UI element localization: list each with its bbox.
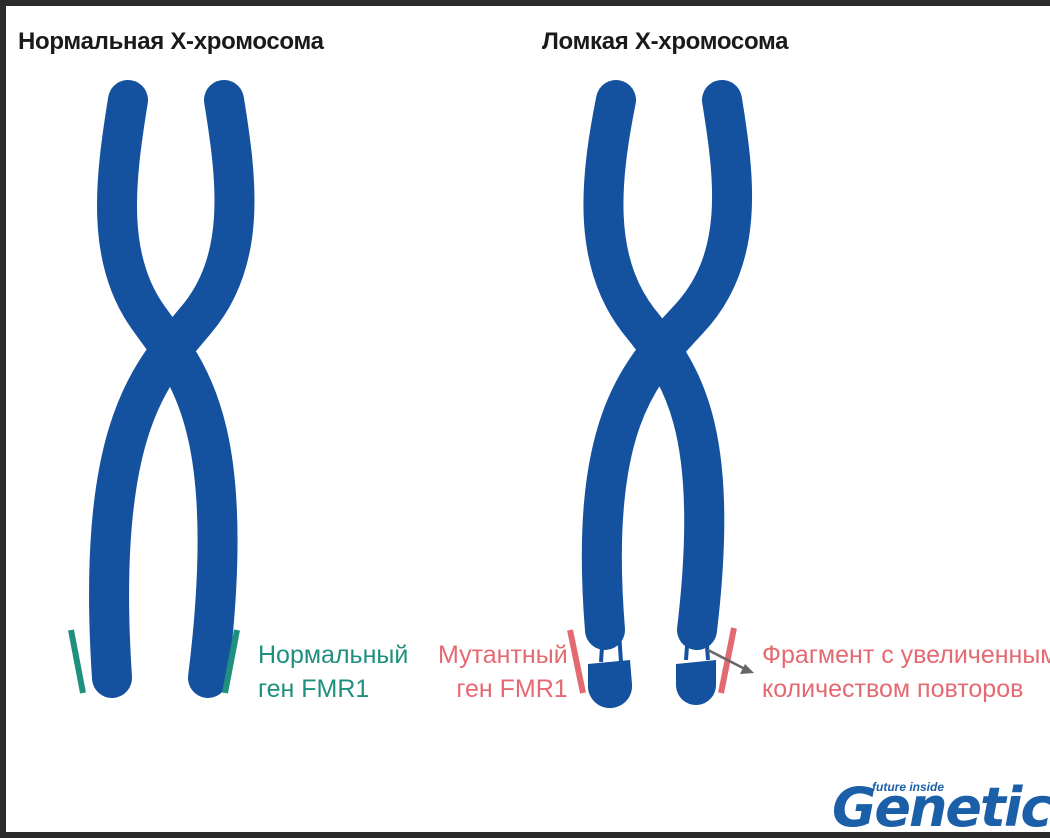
fragile-site-right-b: [706, 632, 708, 660]
chromosome-diagram: [6, 6, 1050, 832]
mutant-gene-label: Мутантный ген FMR1: [438, 638, 568, 706]
logo-wordmark: Genetico: [832, 776, 1050, 838]
fragile-site-right-a: [686, 632, 688, 660]
normal-gene-label-line-2: ген FMR1: [258, 672, 408, 706]
fragment-label-line-2: количеством повторов: [762, 672, 1050, 706]
fragile-chromosome: [588, 100, 732, 708]
fragile-site-left-b: [619, 632, 621, 662]
fragment-label-line-1: Фрагмент с увеличенным: [762, 638, 1050, 672]
normal-gene-label-line-1: Нормальный: [258, 638, 408, 672]
fragment-label: Фрагмент с увеличенным количеством повто…: [762, 638, 1050, 706]
mutant-gene-label-line-1: Мутантный: [438, 638, 568, 672]
fragile-site-left-a: [601, 632, 603, 662]
mutant-gene-label-line-2: ген FMR1: [438, 672, 568, 706]
normal-chromosome: [109, 100, 234, 678]
fragile-broken-tip-right: [676, 660, 716, 705]
fragile-broken-tip-left: [588, 660, 632, 708]
genetico-logo: future inside Genetico: [832, 774, 1050, 838]
normal-gene-label: Нормальный ген FMR1: [258, 638, 408, 706]
normal-gene-marker-left: [71, 630, 83, 693]
mutant-gene-marker-left: [570, 630, 583, 693]
